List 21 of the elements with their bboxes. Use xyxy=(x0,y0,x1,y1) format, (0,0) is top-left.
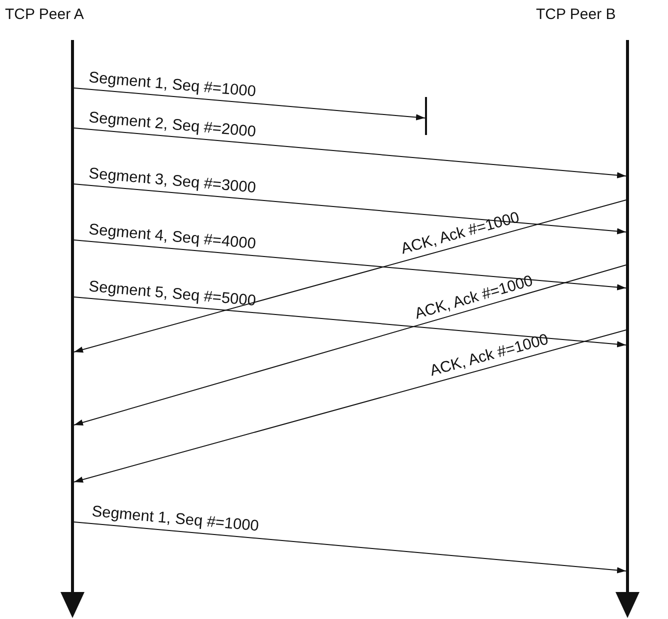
message-arrow xyxy=(74,184,626,234)
message-arrow xyxy=(74,88,426,120)
edge-label: Segment 4, Seq #=4000 xyxy=(87,221,258,254)
edge-label: Segment 1, Seq #=1000 xyxy=(90,503,261,536)
edge-label: Segment 5, Seq #=5000 xyxy=(87,278,258,311)
message-arrow xyxy=(74,128,626,178)
participant-label: TCP Peer A xyxy=(5,6,84,23)
edge-label: ACK, Ack #=1000 xyxy=(412,272,536,324)
message-arrow xyxy=(74,264,626,426)
message-arrow xyxy=(74,200,626,353)
message-arrow xyxy=(74,330,626,483)
edge-label: ACK, Ack #=1000 xyxy=(398,209,522,260)
message-arrow xyxy=(74,296,626,348)
lost-marker-bar xyxy=(425,97,427,135)
edge-label: Segment 2, Seq #=2000 xyxy=(87,109,258,142)
edge-label: ACK, Ack #=1000 xyxy=(427,331,552,382)
message-arrow xyxy=(74,240,626,290)
message-arrow xyxy=(74,522,626,574)
edge-label: Segment 1, Seq #=1000 xyxy=(87,69,258,102)
participant-label: TCP Peer B xyxy=(536,6,616,23)
edge-label: Segment 3, Seq #=3000 xyxy=(87,165,258,198)
